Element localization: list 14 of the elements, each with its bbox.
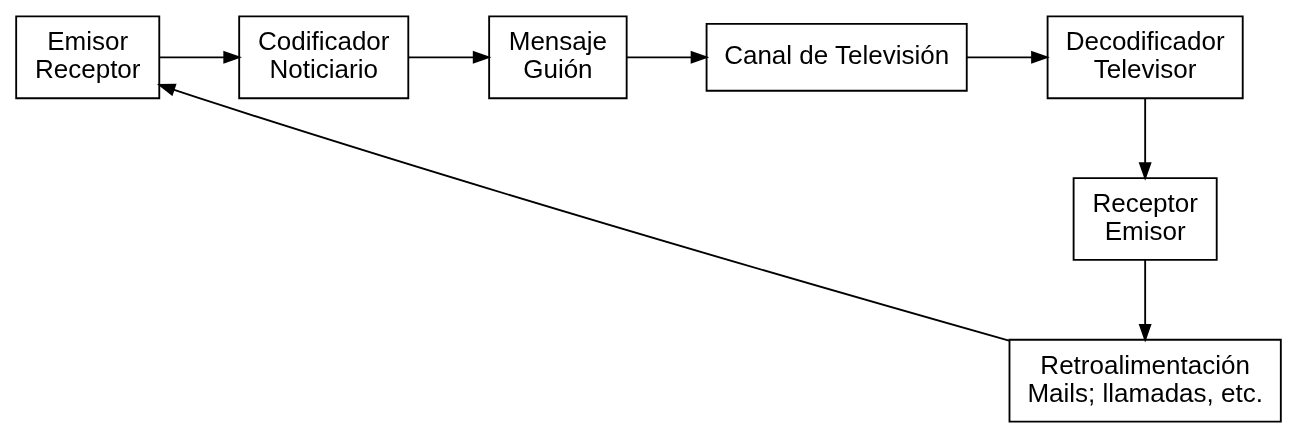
node-box: Canal de Televisión — [705, 22, 968, 92]
arrow — [156, 83, 1010, 342]
arrow — [1138, 258, 1152, 342]
node-box: Codificador Noticiario — [238, 15, 410, 99]
arrow — [965, 50, 1050, 64]
node-box: Decodificador Televisor — [1046, 15, 1244, 99]
arrow — [626, 50, 710, 64]
arrow — [407, 50, 492, 64]
node-box: Emisor Receptor — [15, 15, 161, 99]
node-box: Retroalimentación Mails; llamadas, etc. — [1008, 338, 1282, 422]
arrow — [158, 50, 242, 64]
node-box: Receptor Emisor — [1072, 176, 1218, 261]
arrow — [1138, 96, 1152, 181]
node-box: Mensaje Guión — [488, 15, 628, 99]
